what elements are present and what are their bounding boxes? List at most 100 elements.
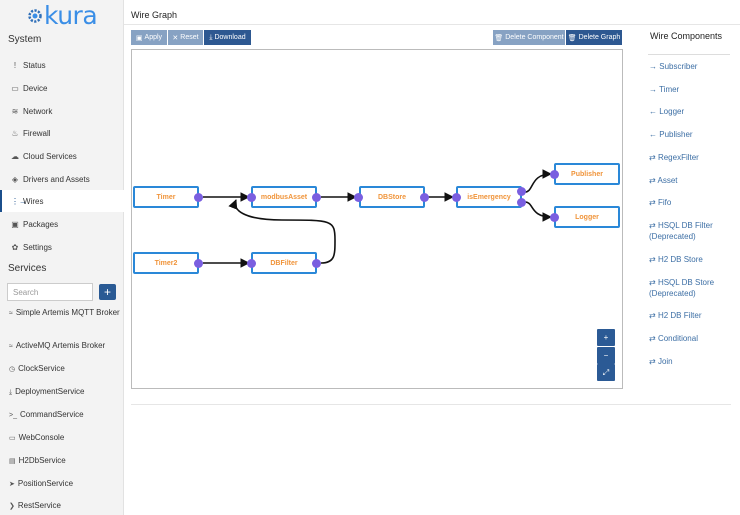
- page-title: Wire Graph: [131, 10, 178, 20]
- times-icon: ✕: [172, 34, 179, 42]
- wire-components-title: Wire Components: [650, 31, 723, 41]
- service-item-deployment[interactable]: ⤓DeploymentService: [0, 386, 124, 398]
- output-port-else[interactable]: [517, 198, 526, 207]
- output-port[interactable]: [312, 259, 321, 268]
- component-timer[interactable]: → Timer: [649, 84, 737, 95]
- node-label: Timer2: [154, 259, 178, 267]
- node-is-emergency[interactable]: isEmergency: [456, 186, 522, 208]
- node-label: Timer: [156, 193, 176, 201]
- input-port[interactable]: [247, 193, 256, 202]
- apply-label: Apply: [144, 34, 163, 41]
- fit-view-button[interactable]: ⤢: [597, 364, 615, 381]
- add-service-button[interactable]: +: [99, 284, 116, 300]
- nav-drivers-assets[interactable]: ◈ Drivers and Assets: [0, 168, 124, 190]
- nav-settings[interactable]: ✿ Settings: [0, 236, 124, 258]
- alert-icon: !: [13, 60, 17, 70]
- component-h2-db-filter[interactable]: ⇄ H2 DB Filter: [649, 310, 737, 321]
- node-label: modbusAsset: [260, 193, 308, 201]
- exchange-icon: ⇄: [649, 176, 656, 185]
- download-button[interactable]: ⤓Download: [204, 30, 251, 45]
- exchange-icon: ⇄: [649, 221, 656, 230]
- output-port[interactable]: [312, 193, 321, 202]
- node-timer[interactable]: Timer: [133, 186, 199, 208]
- apply-button[interactable]: ▣Apply: [131, 30, 167, 45]
- component-hsql-db-filter[interactable]: ⇄ HSQL DB Filter (Deprecated): [649, 220, 737, 242]
- trash-icon: 🗑: [494, 34, 504, 42]
- zoom-out-button[interactable]: −: [597, 347, 615, 364]
- nav-firewall[interactable]: ♨Firewall: [0, 122, 124, 144]
- component-publisher[interactable]: ← Publisher: [649, 129, 737, 140]
- nav-network[interactable]: ≋Network: [0, 100, 124, 122]
- input-port[interactable]: [452, 193, 461, 202]
- nav-label: Drivers and Assets: [23, 174, 90, 184]
- service-item-webconsole[interactable]: ▭WebConsole: [0, 432, 124, 444]
- exchange-icon: ⇄: [649, 198, 656, 207]
- delete-component-button[interactable]: 🗑Delete Component: [493, 30, 565, 45]
- node-label: isEmergency: [467, 193, 511, 201]
- wire-graph-canvas[interactable]: Timer modbusAsset DBStore isEmergency Pu…: [131, 49, 623, 389]
- wire-dbfilter-modbus: [228, 199, 336, 264]
- input-port[interactable]: [550, 213, 559, 222]
- settings-gear-icon: ✿: [11, 242, 19, 252]
- input-port[interactable]: [354, 193, 363, 202]
- arrow-right-icon: →: [649, 85, 657, 94]
- component-fifo[interactable]: ⇄ Fifo: [649, 197, 737, 208]
- nav-packages[interactable]: ▣Packages: [0, 213, 124, 235]
- node-dbstore[interactable]: DBStore: [359, 186, 425, 208]
- node-modbus-asset[interactable]: modbusAsset: [251, 186, 317, 208]
- component-h2-db-store[interactable]: ⇄ H2 DB Store: [649, 254, 737, 265]
- service-item-command[interactable]: >_CommandService: [0, 409, 124, 421]
- cloud-icon: ☁: [11, 151, 19, 161]
- reset-button[interactable]: ✕Reset: [168, 30, 203, 45]
- component-label: Conditional: [657, 334, 698, 343]
- service-item-simple-artemis[interactable]: ≈Simple Artemis MQTT Broker: [0, 307, 124, 319]
- component-hsql-db-store[interactable]: ⇄ HSQL DB Store (Deprecated): [649, 277, 737, 299]
- component-regexfilter[interactable]: ⇄ RegexFilter: [649, 152, 737, 163]
- nav-cloud-services[interactable]: ☁Cloud Services: [0, 145, 124, 167]
- component-logger[interactable]: ← Logger: [649, 106, 737, 117]
- node-dbfilter[interactable]: DBFilter: [251, 252, 317, 274]
- node-label: Publisher: [571, 170, 603, 178]
- nav-label: Firewall: [23, 128, 51, 138]
- component-asset[interactable]: ⇄ Asset: [649, 175, 737, 186]
- nav-wires[interactable]: ⋮→Wires: [0, 190, 124, 212]
- trash-icon: 🗑: [567, 34, 577, 42]
- rss-icon: ≈: [9, 343, 13, 350]
- location-arrow-icon: ➤: [9, 481, 15, 488]
- service-item-clock[interactable]: ◷ClockService: [0, 363, 124, 375]
- node-logger[interactable]: Logger: [554, 206, 620, 228]
- nav-device[interactable]: ▭Device: [0, 77, 124, 99]
- input-port[interactable]: [550, 170, 559, 179]
- node-publisher[interactable]: Publisher: [554, 163, 620, 185]
- exchange-icon: ⇄: [649, 334, 656, 343]
- output-port[interactable]: [194, 193, 203, 202]
- component-conditional[interactable]: ⇄ Conditional: [649, 333, 737, 344]
- monitor-icon: ▭: [9, 435, 16, 442]
- kura-logo[interactable]: kura: [24, 1, 104, 30]
- component-join[interactable]: ⇄ Join: [649, 356, 737, 367]
- service-search-input[interactable]: [7, 283, 93, 301]
- cube-icon: ◈: [11, 174, 19, 184]
- zoom-in-button[interactable]: +: [597, 329, 615, 346]
- input-port[interactable]: [247, 259, 256, 268]
- nav-label: Status: [23, 60, 46, 70]
- node-timer2[interactable]: Timer2: [133, 252, 199, 274]
- system-title: System: [8, 34, 42, 45]
- component-subscriber[interactable]: → Subscriber: [649, 61, 737, 72]
- service-item-rest[interactable]: ❯RestService: [0, 500, 124, 512]
- component-label: HSQL DB Store (Deprecated): [649, 278, 715, 298]
- download-icon: ⤓: [209, 33, 213, 41]
- nav-label: Settings: [23, 242, 52, 252]
- service-label: ClockService: [18, 364, 65, 373]
- service-item-h2db[interactable]: ▤H2DbService: [0, 455, 124, 467]
- service-item-activemq[interactable]: ≈ActiveMQ Artemis Broker: [0, 340, 124, 352]
- output-port[interactable]: [420, 193, 429, 202]
- service-item-position[interactable]: ➤PositionService: [0, 478, 124, 490]
- wire-emergency-publisher: [524, 169, 552, 193]
- output-port-then[interactable]: [517, 187, 526, 196]
- rss-icon: ≈: [9, 310, 13, 317]
- delete-graph-button[interactable]: 🗑Delete Graph: [566, 30, 622, 45]
- nav-status[interactable]: ! Status: [0, 54, 124, 76]
- output-port[interactable]: [194, 259, 203, 268]
